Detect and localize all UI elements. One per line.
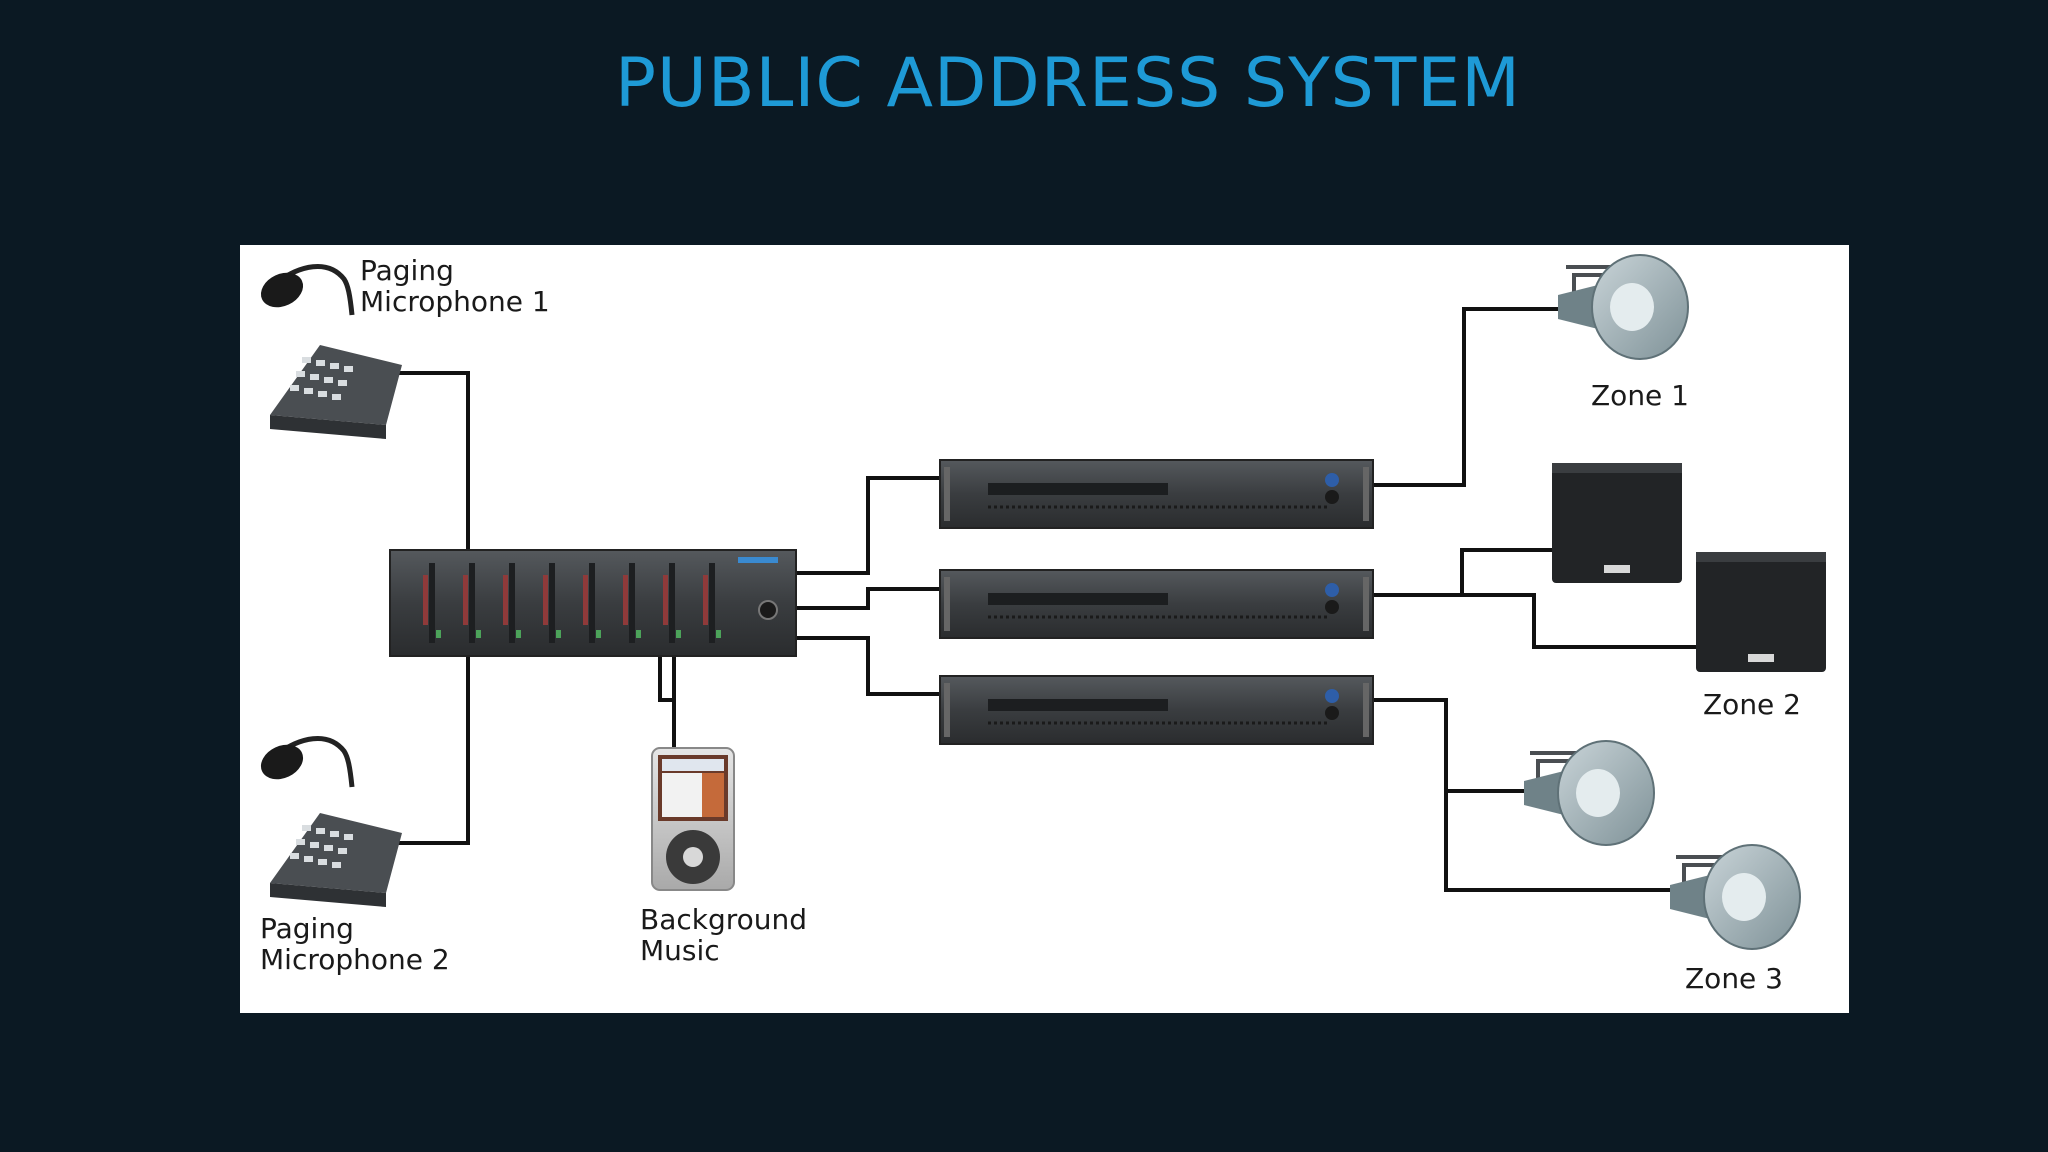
- paging-microphone-icon: [260, 736, 402, 907]
- mic2-label-line1: Paging: [260, 912, 354, 945]
- amplifier-icon: [939, 459, 1374, 529]
- wire-mic2-mixer: [398, 657, 470, 845]
- amplifier-2: [939, 569, 1374, 639]
- music-label-line1: Background: [640, 903, 807, 936]
- wire-mixer-amp1: [796, 476, 940, 575]
- wire-mixer-amp2: [796, 587, 940, 610]
- mic2-label-line2: Microphone 2: [260, 943, 450, 976]
- mic1-label: Paging Microphone 1: [360, 254, 550, 318]
- wall-speaker-icon: [1696, 552, 1826, 672]
- amplifier-icon: [939, 569, 1374, 639]
- horn-speaker-icon: [1670, 844, 1801, 950]
- mp3-player-icon: [651, 747, 735, 891]
- zone-2: Zone 2: [1552, 463, 1826, 721]
- wire-amp3-zone3-b: [1444, 791, 1670, 892]
- mic2-label: Paging Microphone 2: [260, 912, 450, 976]
- wire-amp1-zone1: [1373, 307, 1560, 487]
- wire-amp2-zone2: [1373, 548, 1552, 597]
- wire-mixer-amp3: [796, 636, 940, 696]
- mic1-label-line2: Microphone 1: [360, 285, 550, 318]
- amplifier-3: [939, 675, 1374, 745]
- horn-speaker-icon: [1524, 740, 1655, 846]
- wire-mic1-mixer: [398, 371, 470, 555]
- paging-microphone-icon: [260, 264, 402, 439]
- pa-system-diagram: Paging Microphone 1 Paging Microphone 2: [240, 245, 1849, 1013]
- amplifier-1: [939, 459, 1374, 529]
- zone2-label: Zone 2: [1703, 688, 1801, 721]
- amplifier-icon: [939, 675, 1374, 745]
- slide-title: PUBLIC ADDRESS SYSTEM: [615, 44, 1521, 123]
- mic1-label-line1: Paging: [360, 254, 454, 287]
- zone1-label: Zone 1: [1591, 379, 1689, 412]
- wire-amp3-zone3: [1373, 698, 1524, 793]
- music-label: Background Music: [640, 903, 816, 967]
- background-music: Background Music: [640, 747, 816, 967]
- zone3-label: Zone 3: [1685, 962, 1783, 995]
- paging-microphone-2: Paging Microphone 2: [260, 736, 450, 976]
- zone-1: Zone 1: [1558, 254, 1689, 412]
- mixer: [389, 549, 797, 657]
- horn-speaker-icon: [1558, 254, 1689, 360]
- music-label-line2: Music: [640, 934, 720, 967]
- wall-speaker-icon: [1552, 463, 1682, 583]
- wire-amp2-zone2-b: [1462, 593, 1696, 649]
- paging-microphone-1: Paging Microphone 1: [260, 254, 550, 439]
- wire-music-mixer-b: [658, 657, 676, 750]
- zone-3: Zone 3: [1524, 740, 1801, 995]
- mixer-icon: [389, 549, 797, 657]
- diagram-canvas: Paging Microphone 1 Paging Microphone 2: [260, 254, 1826, 995]
- wiring: [398, 307, 1696, 892]
